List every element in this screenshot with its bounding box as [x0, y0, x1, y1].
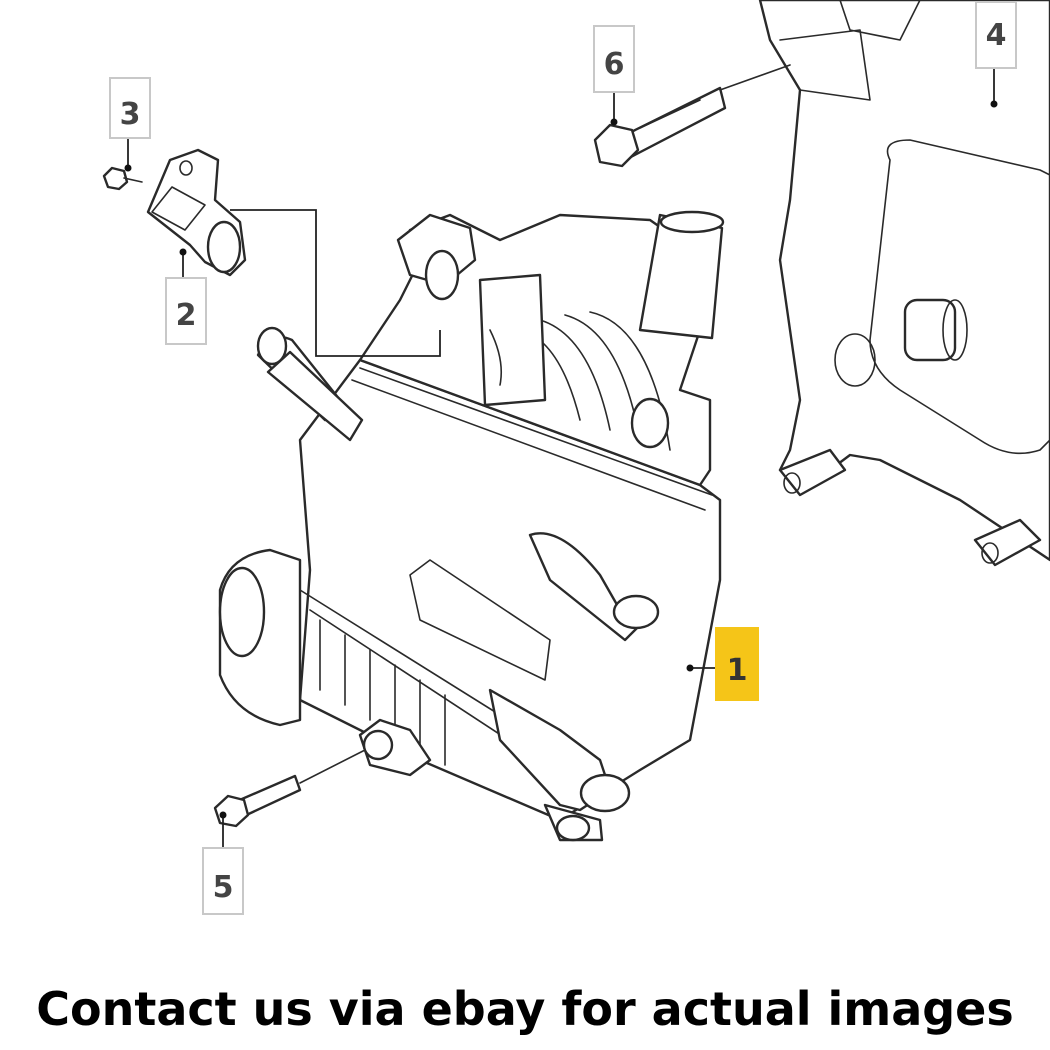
callout-label-4: 4	[986, 18, 1007, 53]
callout-label-1: 1	[727, 653, 748, 688]
callout-label-5: 5	[213, 870, 234, 905]
callout-1: 1	[715, 627, 759, 701]
callout-label-3: 3	[120, 97, 141, 132]
bolt-part-5	[213, 749, 366, 828]
callout-6: 6	[593, 25, 635, 93]
bracket-part-4	[758, 0, 1050, 567]
bolt-part-6	[593, 64, 791, 168]
callout-3: 3	[109, 77, 151, 139]
leader-lines	[124, 68, 998, 848]
parts-diagram: 1 2 3 4 5 6	[102, 0, 1050, 915]
intercooler-part-1	[218, 210, 725, 842]
screw-part-3	[102, 166, 143, 191]
callout-4: 4	[975, 1, 1017, 69]
callout-5: 5	[202, 847, 244, 915]
footer-caption: Contact us via ebay for actual images	[36, 982, 1014, 1036]
sensor-part-2	[146, 148, 247, 277]
callout-2: 2	[165, 277, 207, 345]
callout-label-6: 6	[604, 47, 625, 82]
callout-label-2: 2	[176, 298, 197, 333]
